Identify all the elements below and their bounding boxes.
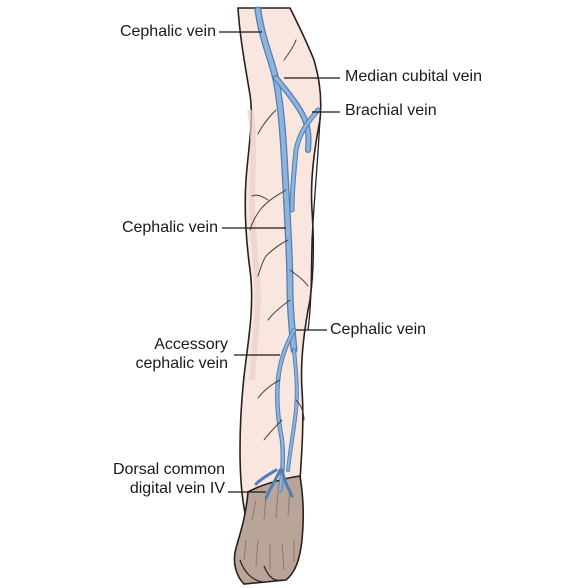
toe-pads [239, 559, 283, 583]
dorsal-common-digital-vein [254, 468, 294, 500]
label-dorsal-line1: Dorsal common [112, 461, 225, 478]
label-accessory-line2: cephalic vein [135, 355, 229, 372]
label-cephalic-vein-top: Cephalic vein [119, 23, 216, 40]
label-dorsal-line2: digital vein IV [129, 480, 225, 497]
label-accessory-line1: Accessory [154, 336, 228, 353]
limb-shading [247, 109, 262, 381]
hoof [233, 475, 305, 585]
label-accessory-cephalic-vein: Accessory cephalic vein [136, 335, 229, 373]
label-median-cubital-vein: Median cubital vein [345, 68, 482, 85]
label-brachial-vein: Brachial vein [345, 102, 437, 119]
label-cephalic-vein-lower: Cephalic vein [330, 321, 427, 338]
tributary-veins [249, 39, 309, 441]
label-cephalic-vein-mid: Cephalic vein [121, 219, 218, 236]
label-dorsal-common-digital-vein: Dorsal common digital vein IV [113, 460, 225, 498]
hoof-hair-strokes [243, 487, 295, 571]
limb-contour [307, 117, 321, 331]
